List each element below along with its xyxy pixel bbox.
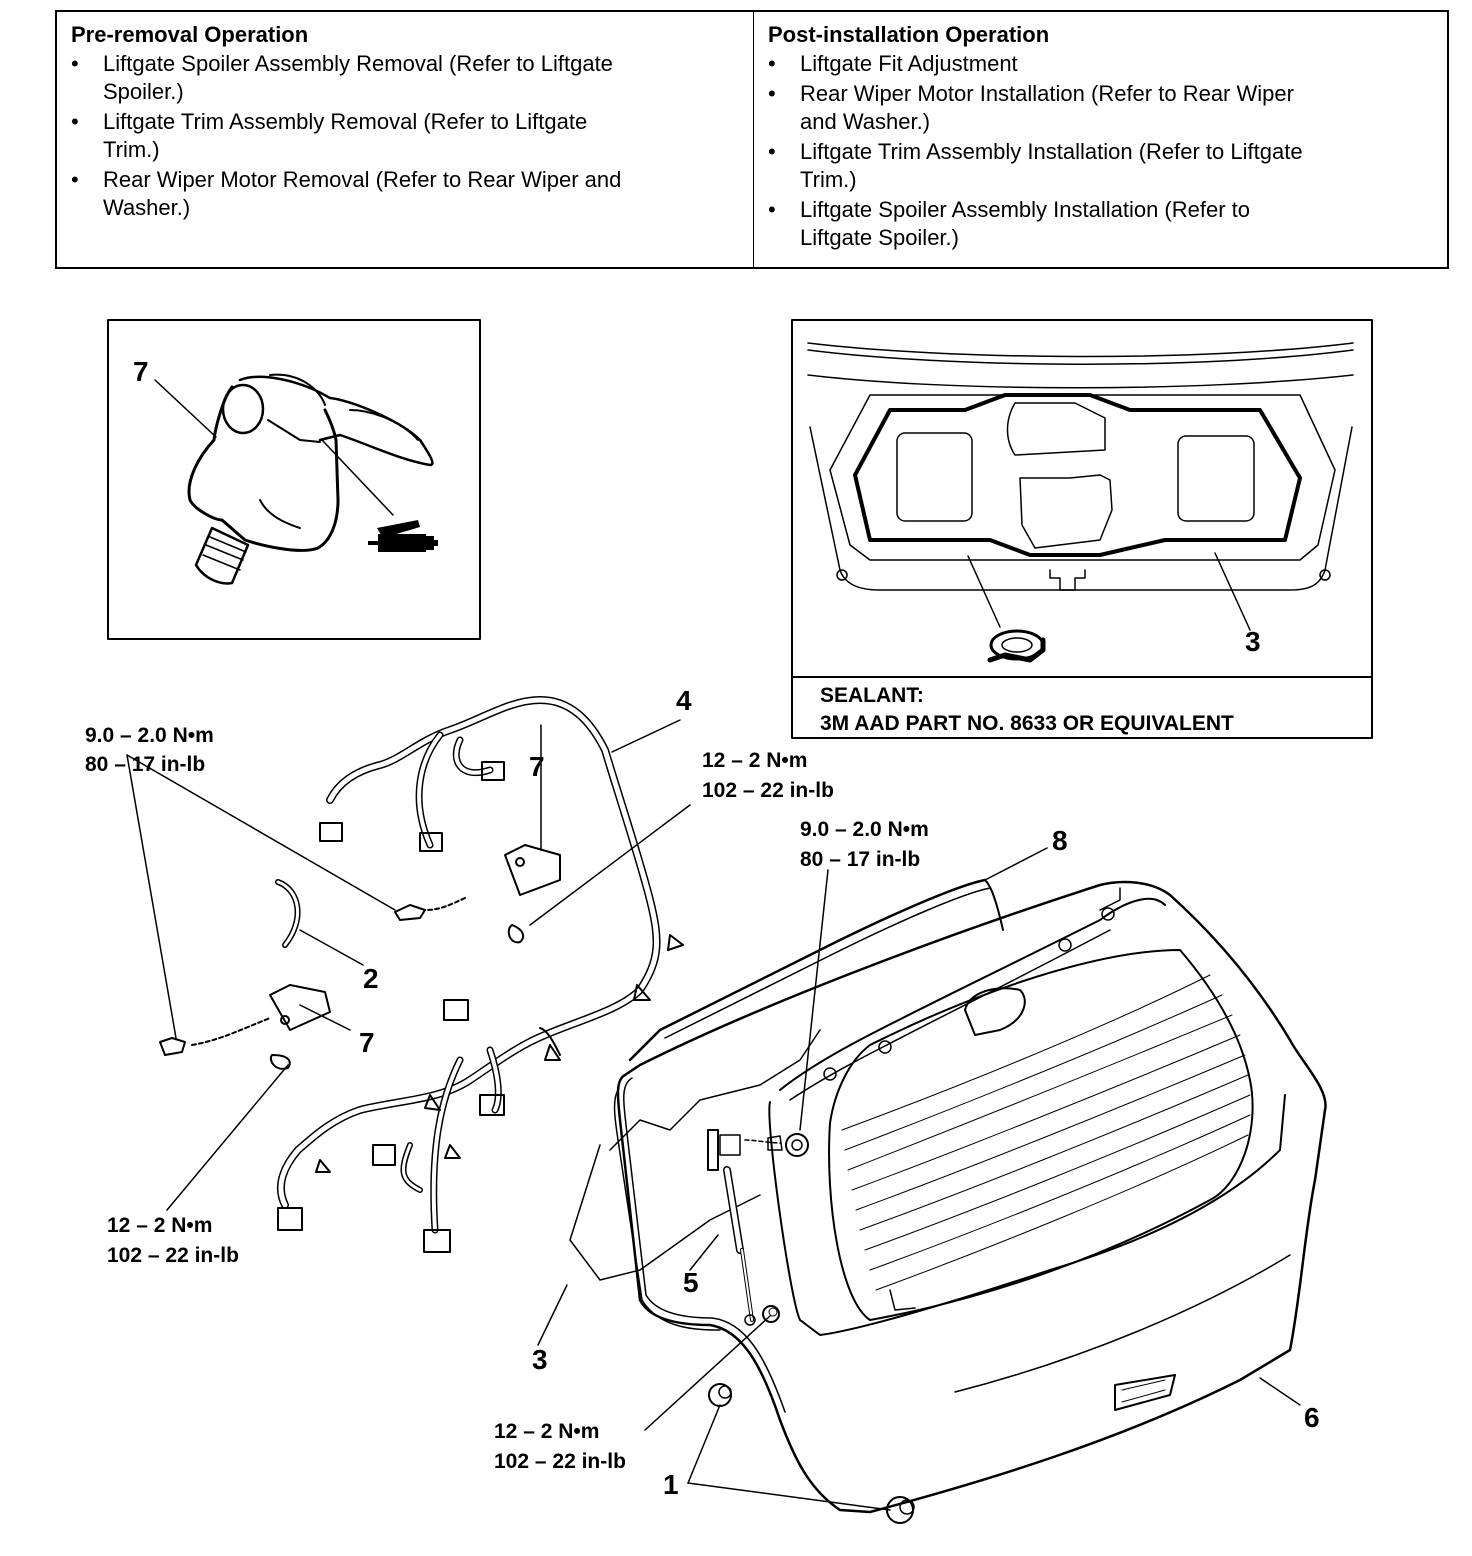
sealant-spec: 3M AAD PART NO. 8633 OR EQUIVALENT [820, 712, 1234, 735]
callout-2: 2 [363, 963, 379, 994]
post-installation-section: Post-installation Operation Liftgate Fit… [754, 12, 1447, 267]
callout-3-inset: 3 [1245, 626, 1261, 657]
grommet-part-icon [187, 373, 434, 585]
liftgate-outer [616, 880, 1327, 1514]
torque-inlb: 80 – 17 in-lb [85, 753, 205, 776]
inset-grommet: 7 [107, 319, 481, 640]
liftgate-assembly [569, 878, 1327, 1524]
pre-removal-title: Pre-removal Operation [71, 22, 309, 47]
callout-6: 6 [1304, 1402, 1320, 1433]
sealant-bead [853, 393, 1302, 557]
rear-window [828, 949, 1254, 1321]
leader-lines [126, 719, 1301, 1511]
pre-removal-item: Liftgate Spoiler Assembly Removal (Refer… [71, 50, 623, 106]
post-installation-item: Liftgate Trim Assembly Installation (Ref… [768, 138, 1320, 194]
post-installation-list: Liftgate Fit Adjustment Rear Wiper Motor… [768, 50, 1435, 252]
callout-8: 8 [1052, 825, 1068, 856]
callout-3: 3 [532, 1344, 548, 1375]
torque-inlb: 80 – 17 in-lb [800, 848, 920, 871]
torque-nm: 12 – 2 N•m [107, 1214, 212, 1237]
post-installation-item: Rear Wiper Motor Installation (Refer to … [768, 80, 1320, 136]
callout-1: 1 [663, 1469, 679, 1500]
sealant-roll-icon [987, 629, 1046, 663]
inset-sealant: 3 SEALANT: 3M AAD PART NO. 8633 OR EQUIV… [791, 319, 1373, 739]
torque-nm: 9.0 – 2.0 N•m [800, 818, 929, 841]
inset-sealant-frame [791, 319, 1373, 739]
post-installation-title: Post-installation Operation [768, 22, 1050, 47]
ball-stud [785, 1133, 809, 1157]
callout-5: 5 [683, 1267, 699, 1298]
bumper-stop-icon [708, 1383, 915, 1524]
pre-removal-section: Pre-removal Operation Liftgate Spoiler A… [57, 12, 754, 267]
torque-inlb: 102 – 22 in-lb [107, 1244, 239, 1267]
torque-nm: 9.0 – 2.0 N•m [85, 724, 214, 747]
torque-inlb: 102 – 22 in-lb [702, 779, 834, 802]
wiper-motor-mount [964, 987, 1026, 1036]
callout-7-lower: 7 [359, 1027, 375, 1058]
callout-7-inset: 7 [133, 356, 149, 387]
inset-grommet-frame [107, 319, 481, 640]
torque-inlb: 102 – 22 in-lb [494, 1450, 626, 1473]
sealant-label: SEALANT: [820, 684, 924, 707]
operations-table: Pre-removal Operation Liftgate Spoiler A… [55, 10, 1449, 269]
torque-nm: 12 – 2 N•m [702, 749, 807, 772]
pre-removal-item: Liftgate Trim Assembly Removal (Refer to… [71, 108, 623, 164]
gas-strut [707, 1129, 756, 1326]
pre-removal-list: Liftgate Spoiler Assembly Removal (Refer… [71, 50, 741, 222]
weatherstrip [628, 878, 987, 1062]
license-light-icon [1114, 1374, 1176, 1411]
leader-line [154, 379, 217, 438]
pre-removal-item: Rear Wiper Motor Removal (Refer to Rear … [71, 166, 623, 222]
defroster-lines [841, 974, 1251, 1291]
callout-4: 4 [676, 685, 692, 716]
sealant-gun-icon [368, 520, 438, 552]
callout-7-upper: 7 [529, 751, 545, 782]
torque-nm: 12 – 2 N•m [494, 1420, 599, 1443]
post-installation-item: Liftgate Fit Adjustment [768, 50, 1320, 78]
post-installation-item: Liftgate Spoiler Assembly Installation (… [768, 196, 1320, 252]
wiring-harness [159, 696, 684, 1253]
